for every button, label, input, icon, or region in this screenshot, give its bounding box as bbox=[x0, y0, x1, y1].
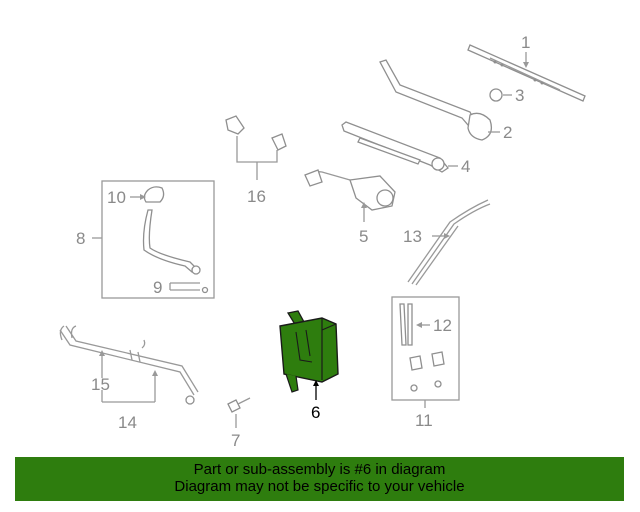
part-16-nozzles: 16 bbox=[225, 115, 287, 206]
info-banner: Part or sub-assembly is #6 in diagram Di… bbox=[15, 457, 624, 501]
callout-16: 16 bbox=[247, 187, 266, 206]
part-6-washer-reservoir: 6 bbox=[279, 310, 339, 422]
part-1-wiper-blade: 1 bbox=[467, 33, 586, 102]
part-4-linkage: 4 bbox=[341, 121, 470, 176]
banner-line-1: Part or sub-assembly is #6 in diagram bbox=[193, 461, 446, 478]
parts-diagram: 1 2 3 4 5 16 bbox=[59, 33, 586, 450]
part-5-wiper-motor: 5 bbox=[304, 169, 396, 246]
callout-8: 8 bbox=[76, 229, 85, 248]
callout-1: 1 bbox=[521, 33, 530, 52]
part-3-cap: 3 bbox=[489, 86, 524, 105]
callout-11: 11 bbox=[415, 411, 433, 430]
part-2-wiper-arm: 2 bbox=[379, 59, 512, 142]
callout-6: 6 bbox=[311, 403, 320, 422]
callout-4: 4 bbox=[461, 157, 470, 176]
part-13-hose: 13 bbox=[403, 199, 491, 286]
part-14-15-hose-assembly: 15 14 bbox=[59, 325, 199, 432]
callout-10: 10 bbox=[107, 188, 126, 207]
part-8-hose-box: 8 10 9 bbox=[76, 180, 215, 299]
callout-15: 15 bbox=[91, 375, 110, 394]
callout-7: 7 bbox=[231, 431, 240, 450]
callout-14: 14 bbox=[118, 413, 137, 432]
part-7-bolt: 7 bbox=[227, 397, 251, 450]
callout-13: 13 bbox=[403, 227, 422, 246]
callout-12: 12 bbox=[433, 316, 452, 335]
callout-5: 5 bbox=[359, 227, 368, 246]
part-11-pump-box: 12 11 bbox=[391, 296, 460, 430]
callout-9: 9 bbox=[153, 278, 162, 297]
callout-2: 2 bbox=[503, 123, 512, 142]
banner-line-2: Diagram may not be specific to your vehi… bbox=[174, 478, 465, 495]
callout-3: 3 bbox=[515, 86, 524, 105]
